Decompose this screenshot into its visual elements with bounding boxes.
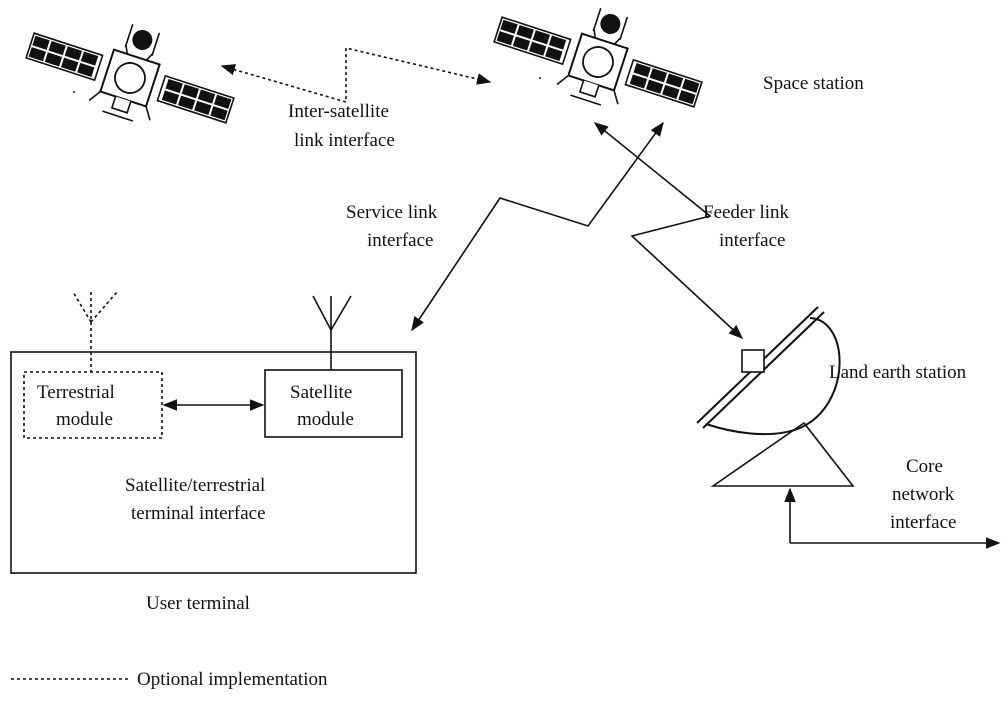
user-terminal-label: User terminal (146, 593, 250, 614)
antenna-icon (312, 295, 352, 370)
dish-antenna-icon (696, 306, 841, 436)
terrestrial-module-box (23, 371, 163, 439)
inter-satellite-link-arrow (220, 46, 492, 104)
inter-satellite-label: link interface (294, 130, 395, 151)
feeder-link-arrow (593, 122, 744, 339)
land-earth-station-label: Land earth station (829, 362, 967, 383)
space-station-label: Space station (763, 73, 864, 94)
satellite-module-label: Satellite (290, 382, 352, 403)
satellite-module-box (264, 369, 403, 438)
terrestrial-module-label: Terrestrial (37, 382, 115, 403)
satellite-icon (484, 0, 715, 134)
user-terminal-box (10, 351, 417, 574)
legend-label: Optional implementation (137, 669, 328, 690)
service-link-label: interface (367, 230, 433, 251)
service-link-label: Service link (346, 202, 438, 223)
satellite-icon (16, 0, 247, 150)
terminal-interface-label: terminal interface (131, 503, 266, 524)
terrestrial-module-label: module (56, 409, 113, 430)
feeder-link-label: interface (719, 230, 785, 251)
service-link-arrow (411, 121, 664, 332)
feeder-link-label: Feeder link (703, 202, 790, 223)
earth-station-base (710, 421, 855, 487)
terminal-interface-label: Satellite/terrestrial (125, 475, 265, 496)
inter-satellite-label: Inter-satellite (288, 101, 389, 122)
core-network-label: Core (906, 456, 943, 477)
antenna-icon (72, 291, 118, 372)
satellite-module-label: module (297, 409, 354, 430)
core-network-label: interface (890, 512, 956, 533)
core-network-label: network (892, 484, 955, 505)
